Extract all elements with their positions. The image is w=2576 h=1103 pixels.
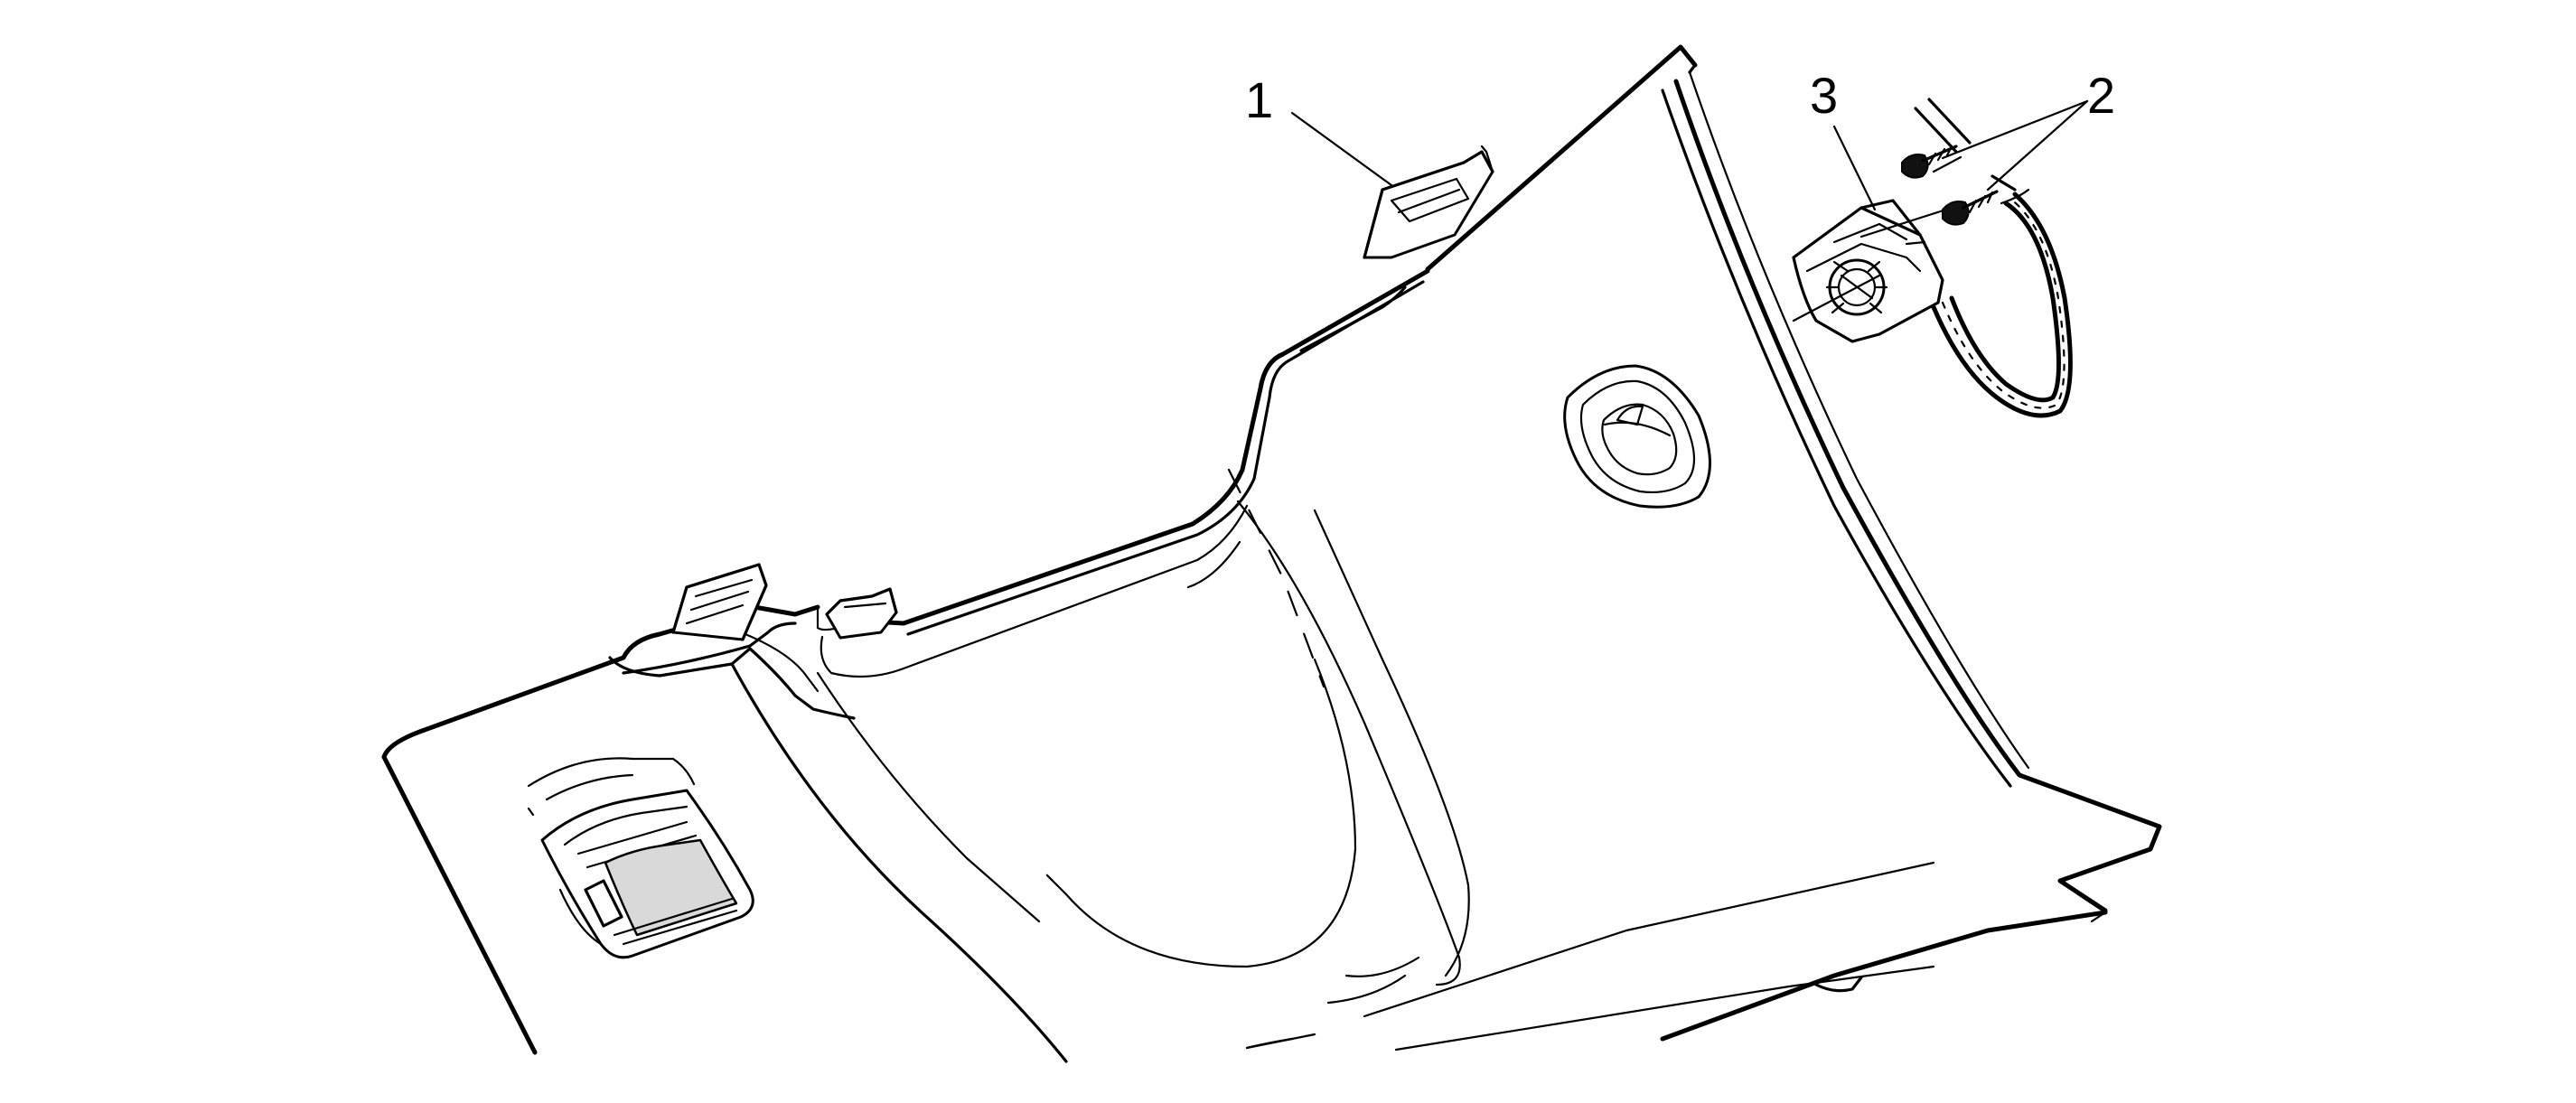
center-retainer-clip bbox=[825, 587, 898, 640]
callout-2-label: 2 bbox=[2087, 67, 2115, 124]
screw-install-line-upper bbox=[1914, 107, 1958, 154]
left-retainer-clip bbox=[671, 563, 768, 641]
callout-1: 1 bbox=[1245, 71, 1393, 187]
callout-1-label: 1 bbox=[1245, 71, 1273, 128]
screw-upper bbox=[1901, 145, 1962, 179]
upper-retainer-clip bbox=[1363, 145, 1494, 259]
callout-2: 2 bbox=[1941, 67, 2115, 192]
wiring-harness bbox=[1931, 188, 2073, 418]
sensor-bracket bbox=[1792, 199, 1953, 343]
lower-left-switch-module bbox=[527, 757, 754, 959]
trim-panel-opening bbox=[1563, 364, 1711, 509]
callout-3-label: 3 bbox=[1810, 67, 1838, 124]
callout-3: 3 bbox=[1810, 67, 1877, 211]
screw-install-line-upper-2 bbox=[1927, 98, 1972, 145]
screw-lower bbox=[1942, 190, 1999, 226]
screw-install-line-lower bbox=[1991, 174, 2017, 192]
steering-column-trim-panel bbox=[381, 44, 2164, 1066]
